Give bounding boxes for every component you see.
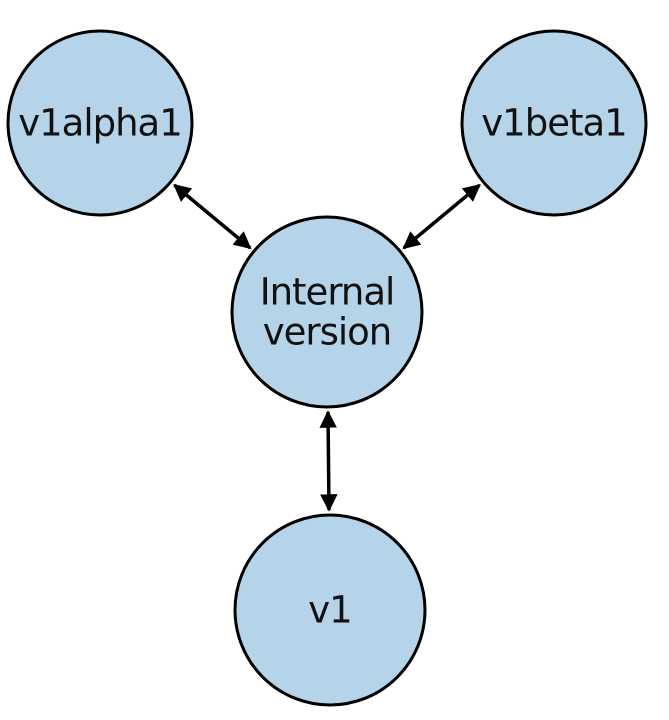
node-v1beta1: v1beta1 [460,29,648,217]
edges-layer [173,183,481,512]
node-v1: v1 [233,513,427,707]
node-label-internal-line-2: version [263,311,392,354]
node-label-internal-line-1: Internal [260,271,395,314]
node-label-v1beta1: v1beta1 [481,102,626,145]
node-circle-internal [230,215,424,409]
node-label-v1: v1 [308,589,351,632]
arrow-v1alpha1-internal [173,183,252,250]
node-circle-v1alpha1 [6,29,194,217]
node-circle-v1beta1 [460,29,648,217]
node-circle-v1 [233,513,427,707]
arrow-v1beta1-internal [402,183,481,250]
arrow-internal-v1 [319,410,338,512]
node-v1alpha1: v1alpha1 [6,29,194,217]
node-label-v1alpha1: v1alpha1 [18,102,182,145]
